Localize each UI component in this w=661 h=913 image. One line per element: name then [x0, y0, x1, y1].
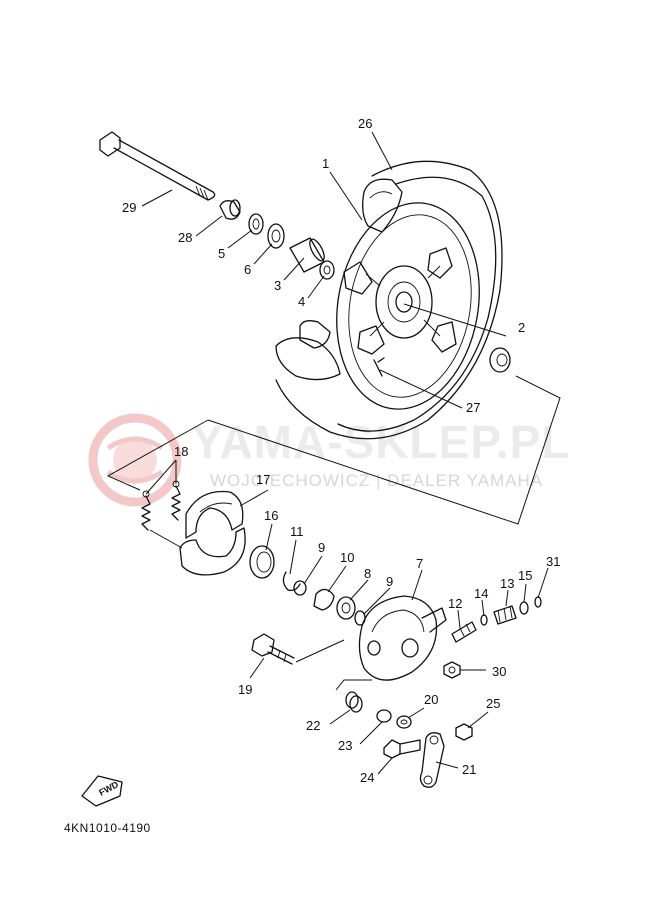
callout-4: 4: [298, 294, 305, 309]
part-23-washer: [376, 709, 392, 723]
part-28-collar: [219, 199, 241, 220]
part-29-axle: [99, 131, 216, 201]
forward-arrow-icon: FWD: [81, 775, 123, 807]
part-21-cam-lever: [419, 732, 445, 788]
part-5-oil-seal: [248, 213, 264, 235]
callout-30: 30: [492, 664, 506, 679]
callout-16: 16: [264, 508, 278, 523]
part-31-o-ring: [534, 596, 542, 608]
part-14-ring: [480, 614, 488, 626]
part-16-oil-seal: [249, 545, 275, 579]
callout-10: 10: [340, 550, 354, 565]
callout-7: 7: [416, 556, 423, 571]
callout-3: 3: [274, 278, 281, 293]
callout-27: 27: [466, 400, 480, 415]
part-9-washer-a: [293, 580, 307, 596]
part-2-bearing: [489, 347, 511, 373]
part-6-bearing: [267, 223, 285, 249]
callout-9-b: 9: [386, 574, 393, 589]
callout-23: 23: [338, 738, 352, 753]
part-26-tire: [275, 160, 503, 440]
part-27-wheel-rim: [275, 202, 480, 410]
callout-17: 17: [256, 472, 270, 487]
callout-25: 25: [486, 696, 500, 711]
part-12-camshaft: [451, 621, 477, 643]
leader-lines: [141, 131, 549, 775]
callout-13: 13: [500, 576, 514, 591]
callout-1: 1: [322, 156, 329, 171]
part-18-springs: [141, 480, 181, 531]
part-8-seal: [336, 596, 356, 620]
drawing-code: 4KN1010-4190: [64, 821, 151, 835]
part-30-nut: [443, 661, 461, 679]
part-24-bolt: [383, 739, 421, 759]
watermark-title: YAMA-SKLEP.PL: [192, 416, 571, 468]
callout-15: 15: [518, 568, 532, 583]
fwd-label: FWD: [97, 779, 120, 798]
callout-11: 11: [290, 524, 304, 539]
part-11-circlip: [282, 571, 301, 592]
callout-14: 14: [474, 586, 488, 601]
callout-2: 2: [518, 320, 525, 335]
part-20-washer: [396, 715, 412, 729]
callout-12: 12: [448, 596, 462, 611]
callout-8: 8: [364, 566, 371, 581]
watermark: YAMA-SKLEP.PL WOJCIECHOWICZ | DEALER YAM…: [88, 413, 571, 507]
callout-24: 24: [360, 770, 374, 785]
part-4-washer: [319, 260, 335, 280]
callout-28: 28: [178, 230, 192, 245]
callout-18: 18: [174, 444, 188, 459]
callout-9-a: 9: [318, 540, 325, 555]
callout-31: 31: [546, 554, 560, 569]
callout-29: 29: [122, 200, 136, 215]
part-22-spring: [335, 679, 372, 713]
watermark-subtitle: WOJCIECHOWICZ | DEALER YAMAHA: [210, 471, 543, 490]
part-7-brake-shoe-plate: [358, 595, 447, 681]
callout-20: 20: [424, 692, 438, 707]
callout-21: 21: [462, 762, 476, 777]
part-25-nut: [455, 723, 473, 741]
callout-labels: 26 1 29 28 5 6 3 4 2 27 18 17 16 11 9 10…: [122, 116, 560, 785]
part-15-washer: [519, 601, 529, 615]
part-17-brake-shoes: [149, 490, 246, 576]
part-1-tire-section: [362, 178, 403, 233]
callout-19: 19: [238, 682, 252, 697]
part-19-bolt: [251, 633, 345, 665]
callout-5: 5: [218, 246, 225, 261]
callout-6: 6: [244, 262, 251, 277]
callout-26: 26: [358, 116, 372, 131]
part-10-indicator-plate: [313, 588, 335, 611]
part-13-gear: [493, 605, 517, 625]
assembly-bracket: [106, 375, 561, 525]
callout-22: 22: [306, 718, 320, 733]
watermark-logo: [88, 413, 182, 507]
